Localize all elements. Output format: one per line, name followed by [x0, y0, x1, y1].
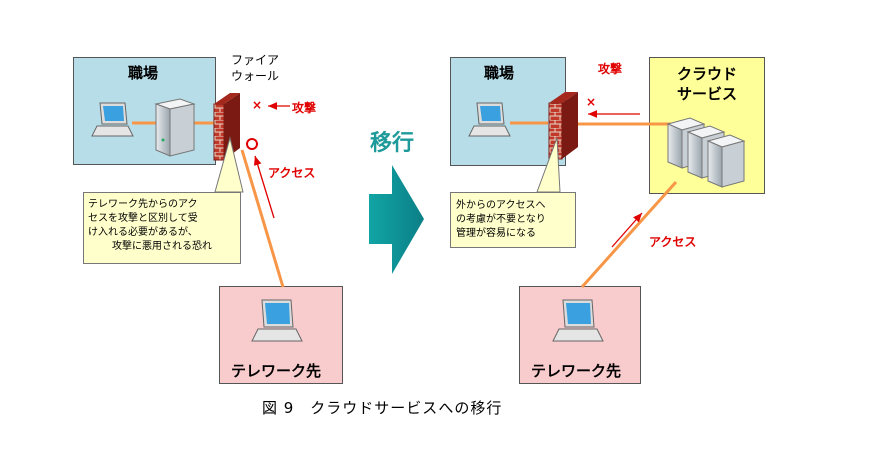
left-block-x-icon: × — [252, 98, 262, 112]
left-note: テレワーク先からのアク セスを攻撃と区別して受 け入れる必要があるが、 攻撃に悪… — [83, 192, 241, 264]
left-telework-laptop-icon — [251, 299, 303, 342]
firewall-label-line2: ウォール — [231, 69, 280, 83]
left-access-arrow — [253, 155, 275, 219]
left-access-label: アクセス — [268, 166, 316, 180]
left-firewall-icon — [213, 93, 240, 161]
right-note-line: の考慮が不要となり — [456, 214, 546, 225]
left-note-line: テレワーク先からのアク — [88, 199, 198, 210]
right-attack-label: 攻撃 — [598, 62, 623, 76]
cloud-service-label: クラウド サービス — [660, 64, 754, 104]
left-attack-label: 攻撃 — [292, 101, 317, 115]
migrate-label: 移行 — [370, 131, 415, 156]
left-telework-firewall-link — [240, 149, 285, 288]
figure-caption: 図 9 クラウドサービスへの移行 — [262, 399, 503, 417]
big-arrow-icon — [369, 165, 424, 274]
cloud-service-label-line1: クラウド — [676, 65, 737, 83]
right-access-arrow — [611, 212, 643, 248]
firewall-label-line1: ファイア — [231, 53, 280, 67]
right-office-box — [450, 57, 566, 166]
left-office-server-icon — [154, 98, 196, 157]
right-telework-cloud-link — [580, 180, 678, 289]
left-allow-circle-icon — [246, 138, 258, 150]
left-note-line: け入れる必要があるが、 — [88, 227, 198, 238]
right-telework-laptop-icon — [552, 299, 604, 342]
right-access-label: アクセス — [649, 235, 697, 249]
right-office-label: 職場 — [484, 64, 515, 82]
firewall-label: ファイア ウォール — [231, 52, 279, 84]
left-telework-label: テレワーク先 — [231, 362, 322, 380]
cloud-service-label-line2: サービス — [676, 85, 737, 103]
left-note-line: セスを攻撃と区別して受 — [88, 213, 198, 224]
right-telework-label: テレワーク先 — [531, 362, 622, 380]
right-note-line: 管理が容易になる — [456, 228, 536, 239]
left-office-laptop-icon — [91, 102, 134, 137]
right-block-x-icon: × — [586, 95, 596, 109]
server-cluster-icon — [666, 117, 746, 188]
right-office-laptop-icon — [468, 102, 511, 137]
right-note: 外からのアクセスへ の考慮が不要となり 管理が容易になる — [450, 192, 576, 248]
left-note-line: 攻撃に悪用される恐れ — [112, 241, 212, 252]
right-note-line: 外からのアクセスへ — [456, 200, 546, 211]
right-firewall-icon — [548, 92, 578, 160]
left-office-label: 職場 — [128, 64, 159, 82]
